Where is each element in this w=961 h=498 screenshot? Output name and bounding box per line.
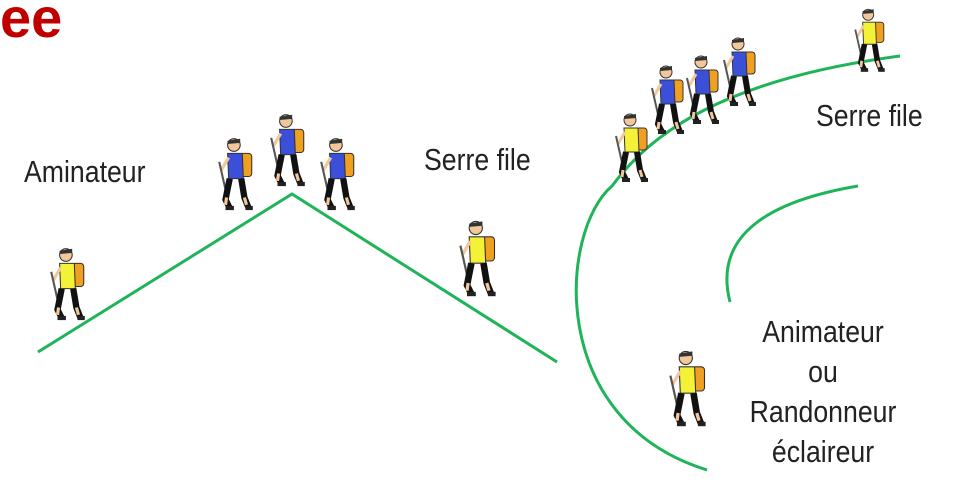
mountain-trail xyxy=(37,192,558,364)
inner-curved-trail xyxy=(725,184,859,303)
hiker-group-right-1 xyxy=(616,114,648,180)
leader-label-right-line-3: Randonneur xyxy=(749,394,897,429)
leader-label-left: Aminateur xyxy=(24,154,146,189)
hiker-leader-right xyxy=(670,351,705,424)
leader-label-right-line-2: ou xyxy=(808,354,838,389)
hiker-group-left-1 xyxy=(219,139,253,208)
hiker-leader-left xyxy=(51,249,85,318)
leader-label-right-line-1: Animateur xyxy=(762,314,884,349)
sweeper-label-left: Serre file xyxy=(424,142,531,177)
sweeper-label-right: Serre file xyxy=(816,98,923,133)
page-title-fragment: ee xyxy=(0,0,63,49)
hiker-group-left-3 xyxy=(321,139,355,208)
hiker-group-right-2 xyxy=(652,66,684,132)
leader-label-right-line-4: éclaireur xyxy=(771,434,875,469)
outer-curved-trail xyxy=(574,54,901,472)
hiker-group-left-2 xyxy=(271,115,305,184)
leader-label-right: Animateur ou Randonneur éclaireur xyxy=(728,312,918,472)
hiker-sweeper-left xyxy=(460,221,495,294)
